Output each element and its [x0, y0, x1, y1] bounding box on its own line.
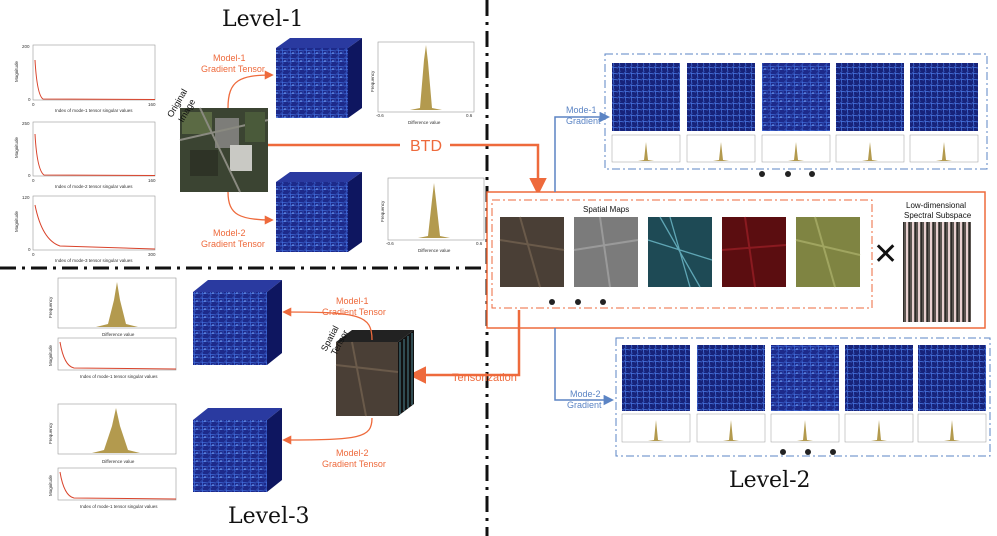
sv-plot-mode-2: Magnitude 250 0 0 160 Index of mode-2 te…: [14, 121, 156, 189]
histogram-level1-bottom: Frequency Difference value -0.6 0.6: [380, 177, 485, 253]
sv-plot-mode-2-ytick-0: 250: [22, 121, 30, 126]
level3-sv-top: Magnitude Index of mode-1 tensor singula…: [48, 337, 177, 379]
btd-arrow-line-2: [450, 143, 547, 196]
hist-bottom-xtick-6: 0.6: [476, 241, 483, 246]
spatial-maps: [499, 216, 861, 288]
mode-1-label-1: Mode-1: [566, 105, 597, 115]
mode-1-images: [612, 63, 978, 131]
sv-plot-mode-2-xtick-0: 0: [32, 178, 35, 183]
level-2-title: Level-2: [729, 468, 811, 493]
spatial-maps-box: [491, 199, 873, 309]
ellipsis-dot: [575, 299, 581, 305]
sv-plot-mode-1: Magnitude 200 0 0 160 Index of mode-1 te…: [14, 44, 156, 113]
ellipsis-dot: [809, 171, 815, 177]
level3-arrow-model-1: [282, 307, 373, 341]
sv-plot-mode-3: Magnitude 120 0 0 300 Index of mode-3 te…: [14, 195, 156, 263]
sv-plot-mode-1-ytick-0: 200: [22, 44, 30, 49]
spatial-maps-title: Spatial Maps: [583, 205, 629, 214]
mode-2-images: [622, 345, 986, 411]
level3-model-1-label-2: Gradient Tensor: [322, 307, 386, 317]
mode-1-arrow: [554, 111, 611, 192]
level3-model-2-label-2: Gradient Tensor: [322, 459, 386, 469]
level3-sv-bottom: Magnitude Index of mode-1 tensor singula…: [48, 467, 177, 509]
model-2-label-1: Model-2: [213, 228, 246, 238]
original-image: [179, 107, 269, 193]
low-dim-label-1: Low-dimensional: [906, 201, 966, 210]
arrow-to-model-2: [227, 191, 274, 225]
model-1-gradient-cube: [276, 38, 362, 118]
mode-1-label-2: Gradient: [566, 116, 601, 126]
ellipsis-dot: [759, 171, 765, 177]
sv-plot-mode-2-ylabel: Magnitude: [14, 136, 19, 158]
level3-hist-bottom-ylabel: Frequency: [48, 422, 53, 444]
level-1-title: Level-1: [222, 7, 304, 32]
model-1-label-1: Model-1: [213, 53, 246, 63]
ellipsis-dot: [549, 299, 555, 305]
level3-sv-bottom-xlabel: Index of mode-1 tensor singular values: [80, 504, 158, 509]
arrow-to-model-1: [227, 70, 274, 109]
level3-model-1-label-1: Model-1: [336, 296, 369, 306]
mode-2-histograms: [621, 413, 987, 443]
sv-plot-mode-3-xlabel: Index of mode-3 tensor singular values: [55, 258, 133, 263]
ellipsis-dot: [785, 171, 791, 177]
sv-plot-mode-2-xtick-8: 160: [148, 178, 156, 183]
histogram-level1-top: Frequency Difference value -0.6 0.6: [370, 41, 475, 125]
level3-model-1-cube: [193, 280, 282, 365]
sv-plot-mode-2-ytick-5: 0: [28, 173, 31, 178]
level3-model-2-label-1: Model-2: [336, 448, 369, 458]
spatial-map-1: [500, 217, 564, 287]
level3-hist-top: Frequency Difference value: [48, 277, 177, 337]
level3-sv-bottom-ylabel: Magnitude: [48, 474, 53, 496]
sv-plot-mode-1-ylabel: Magnitude: [14, 60, 19, 82]
level3-hist-bottom-xlabel: Difference value: [102, 459, 135, 464]
mode-2-panel: [615, 337, 991, 457]
sv-plot-mode-2-xlabel: Index of mode-2 tensor singular values: [55, 184, 133, 189]
tensorization-label: Tensorization: [452, 372, 517, 384]
sv-plot-mode-3-ylabel: Magnitude: [14, 210, 19, 232]
sv-plot-mode-3-xtick-6: 300: [148, 252, 156, 257]
sv-plot-mode-3-xtick-0: 0: [32, 252, 35, 257]
mode-2-label-1: Mode-2: [570, 389, 601, 399]
hist-bottom-ylabel: Frequency: [380, 200, 385, 222]
low-dim-label-2: Spectral Subspace: [904, 211, 972, 220]
model-1-label-2: Gradient Tensor: [201, 64, 265, 74]
mode-1-panel: [604, 53, 988, 170]
mode-2-label-2: Gradient: [567, 400, 602, 410]
mode-1-histograms: [611, 134, 979, 163]
level3-hist-top-xlabel: Difference value: [102, 332, 135, 337]
level3-sv-top-xlabel: Index of mode-1 tensor singular values: [80, 374, 158, 379]
ellipsis-dot: [600, 299, 606, 305]
level3-hist-bottom: Frequency Difference value: [48, 403, 177, 464]
btd-label: BTD: [410, 138, 442, 155]
level3-arrow-model-2: [282, 417, 373, 445]
model-2-label-2: Gradient Tensor: [201, 239, 265, 249]
hist-top-ylabel: Frequency: [370, 70, 375, 92]
level3-model-2-cube: [193, 408, 282, 492]
hist-top-xlabel: Difference value: [408, 120, 441, 125]
mode-2-arrow: [554, 328, 615, 406]
level-3-title: Level-3: [228, 504, 310, 529]
ellipsis-dot: [830, 449, 836, 455]
sv-plot-mode-1-ytick-4: 0: [28, 97, 31, 102]
sv-plot-mode-1-xtick-8: 160: [148, 102, 156, 107]
hist-top-xtick-6: 0.6: [466, 113, 473, 118]
spectral-subspace: [903, 222, 971, 322]
sv-plot-mode-1-xlabel: Index of mode-1 tensor singular values: [55, 108, 133, 113]
ellipsis-dot: [805, 449, 811, 455]
hist-bottom-xtick-0: -0.6: [386, 241, 394, 246]
hist-top-xtick-0: -0.6: [376, 113, 384, 118]
level3-hist-top-ylabel: Frequency: [48, 296, 53, 318]
spatial-tensor-cube: [335, 330, 414, 417]
level3-sv-top-ylabel: Magnitude: [48, 344, 53, 366]
ellipsis-dot: [780, 449, 786, 455]
sv-plot-mode-3-ytick-0: 120: [22, 195, 30, 200]
hist-bottom-xlabel: Difference value: [418, 248, 451, 253]
multiply-icon: ✕: [873, 238, 898, 271]
sv-plot-mode-1-xtick-0: 0: [32, 102, 35, 107]
tensorization-arrow: [408, 310, 521, 384]
sv-plot-mode-3-ytick-6: 0: [28, 247, 31, 252]
model-2-gradient-cube: [276, 172, 362, 252]
